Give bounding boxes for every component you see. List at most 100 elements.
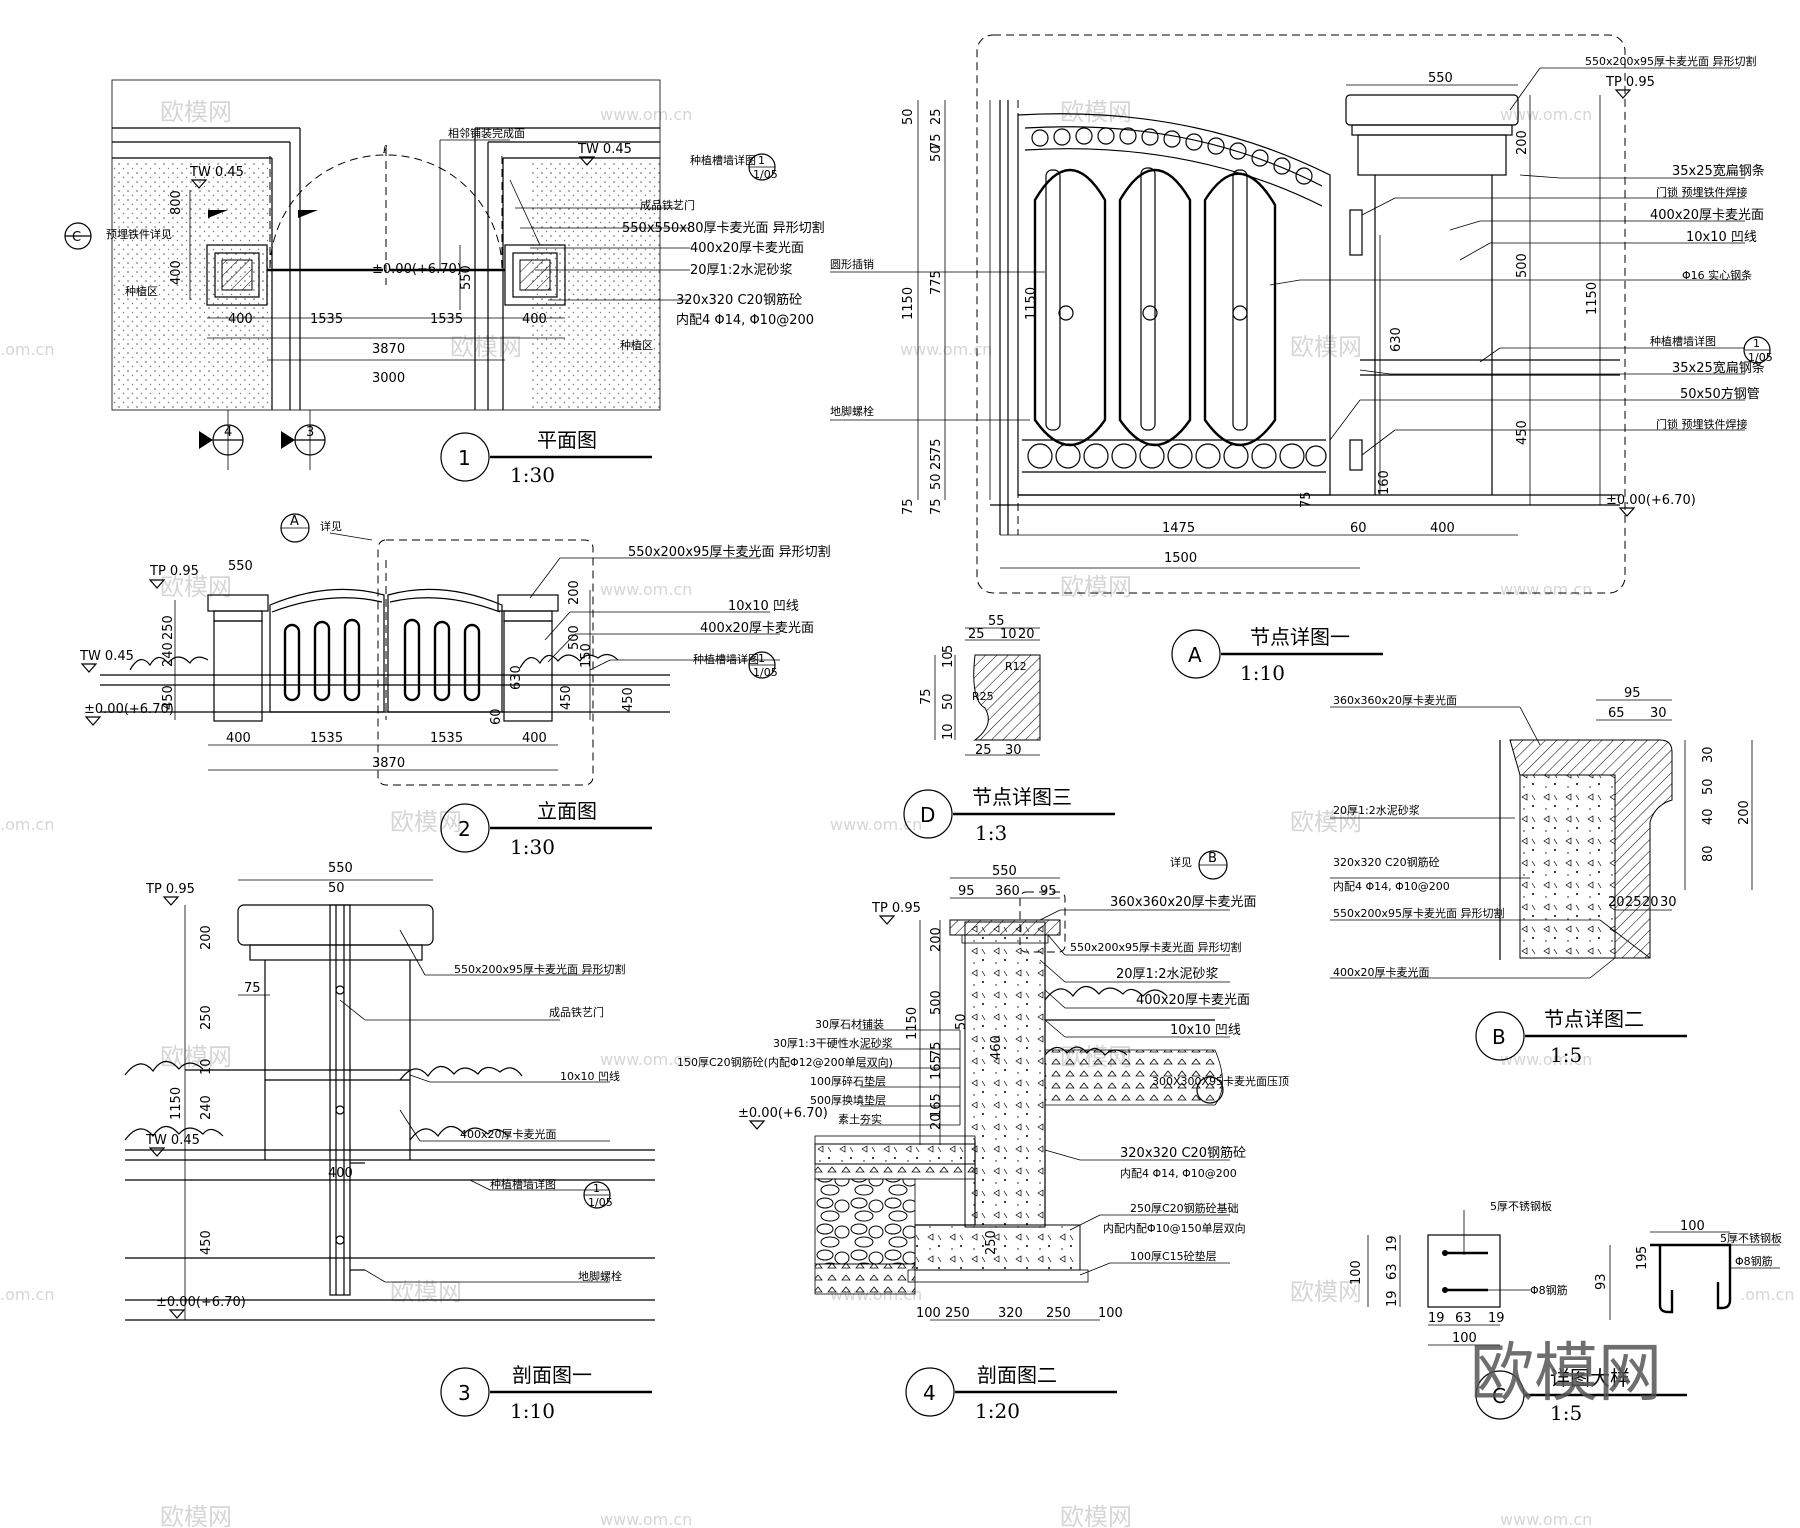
dim-label: 1475 [1162,521,1195,536]
dim-label: 25 [975,743,992,758]
dim-label: 630 [509,665,524,690]
watermark: 欧模网 [1290,1278,1362,1306]
dim-label: 200 [929,927,944,952]
section-2-label: 100厚C15砼垫层 [1130,1249,1217,1263]
dim-label: 320 [998,1306,1023,1321]
view-scale: 1:30 [510,463,555,487]
layer-label: 素土夯实 [838,1112,882,1126]
dim-label: 250 [945,1306,970,1321]
detail-a-label: 门锁 预埋铁件焊接 [1656,417,1748,431]
dim-label: 550 [328,861,353,876]
section-marker-4: 4 [224,425,232,440]
view-title: 详图大样 [1550,1366,1630,1390]
dim-label: 3000 [372,371,405,386]
dim-label: 10 [199,1058,214,1075]
dim-label: 75 [244,981,261,996]
dim-label: 450 [199,1230,214,1255]
dim-label: 100 [1452,1331,1477,1346]
detail-a-left-label: 地脚螺栓 [830,404,874,418]
dim-label: 1150 [901,287,916,320]
view-scale: 1:5 [1550,1401,1582,1425]
dim-label: 75 [901,498,916,515]
planting-zone-right [530,160,660,410]
view-number: B [1492,1025,1506,1049]
dim-label: 775 [929,270,944,295]
section-2-label: 320x320 C20钢筋砼 [1120,1145,1246,1161]
watermark: 欧模网 [390,808,462,836]
watermark: .om.cn [0,340,54,359]
dim-label: 75 [929,498,944,515]
elevation-label: ±0.00(+6.70) [738,1106,828,1121]
view-number: 4 [923,1381,936,1405]
view-number: D [920,803,935,827]
view-number: A [1188,643,1202,667]
dim-label: 40 [1701,808,1716,825]
view-scale: 1:5 [1550,1043,1582,1067]
plan-label: 内配4 Φ14, Φ10@200 [676,312,814,328]
dim-label: 25 [929,108,944,125]
layer-label: 30厚1:3干硬性水泥砂浆 [773,1036,893,1050]
dim-label: 1535 [430,731,463,746]
ref-bottom: 1/05 [1748,351,1773,364]
detail-b-label: 20厚1:2水泥砂浆 [1333,803,1420,817]
detail-b-label: 320x320 C20钢筋砼 [1333,855,1440,869]
dim-label: 500 [929,990,944,1015]
section-marker-c: C [72,230,81,245]
section-1-label: 地脚螺栓 [578,1269,622,1283]
detail-a-left-label: 圆形插销 [830,257,874,271]
dim-label: 1150 [905,1007,920,1040]
watermark: www.om.cn [600,1510,692,1528]
dim-label: 450 [621,687,636,712]
watermark: www.om.cn [1500,1050,1592,1069]
detail-marker-b: B [1208,851,1217,866]
view-number-circle [905,1367,955,1417]
view-title: 立面图 [537,799,597,823]
dim-label: 10 [941,723,956,740]
dim-label: 25 [968,627,985,642]
section-2-view: B 详见 300X300X95卡麦光面压顶 550 95 360 95 200 … [677,850,1289,1423]
detail-a-label: 门锁 预埋铁件焊接 [1656,185,1748,199]
dim-label: 460 [989,1035,1004,1060]
view-title: 节点详图二 [1544,1007,1644,1031]
watermark: .om.cn [0,815,54,834]
detail-a-label: 35x25宽扁钢条 [1672,360,1765,376]
detail-a-label: 种植槽墙详图 [1650,334,1716,348]
section-2-label: 内配内配Φ10@150单层双向 [1103,1221,1246,1235]
plan-label: 20厚1:2水泥砂浆 [690,263,792,278]
dim-label: 400 [522,731,547,746]
dim-label: 95 [958,884,975,899]
dim-label: 50 [328,881,345,896]
watermark: 欧模网 [160,1503,232,1528]
detail-c-label: Φ8钢筋 [1530,1283,1568,1297]
view-number-circle [440,1367,490,1417]
dim-label: 75 [919,688,934,705]
dim-label: 550 [992,864,1017,879]
elev-label: 种植槽墙详图 [693,652,759,666]
tp-label: TP 0.95 [1605,75,1655,90]
dim-label: 250 [1046,1306,1071,1321]
watermark: 欧模网 [160,98,232,126]
plan-label: 相邻铺装完成面 [448,126,525,140]
dim-label: 63 [1455,1311,1472,1326]
view-number: 2 [458,817,471,841]
watermark: 欧模网 [160,1043,232,1071]
dim-label: 1150 [169,1087,184,1120]
section-2-label: 550x200x95厚卡麦光面 异形切割 [1070,940,1242,954]
plan-label: 400x20厚卡麦光面 [690,241,804,256]
view-number-circle [440,803,490,853]
dim-label: 200 [567,580,582,605]
dim-label: 75 [1299,491,1314,508]
plan-view: ℓ 800 400 550 400 1535 1535 400 3870 300… [64,79,825,487]
dim-label: 450 [1515,420,1530,445]
dim-label: 3870 [372,342,405,357]
dim-label: 100 [1680,1219,1705,1234]
centerline-mark: ℓ [382,143,388,156]
detail-b-label: 360x360x20厚卡麦光面 [1333,693,1457,707]
ref-top: 1 [758,154,765,167]
dim-label: 240 [199,1095,214,1120]
dim-label: 55 [988,614,1005,629]
section-1-label: 种植槽墙详图 [490,1177,556,1191]
dim-label: 360 [995,884,1020,899]
dim-label: 200 [1737,800,1752,825]
